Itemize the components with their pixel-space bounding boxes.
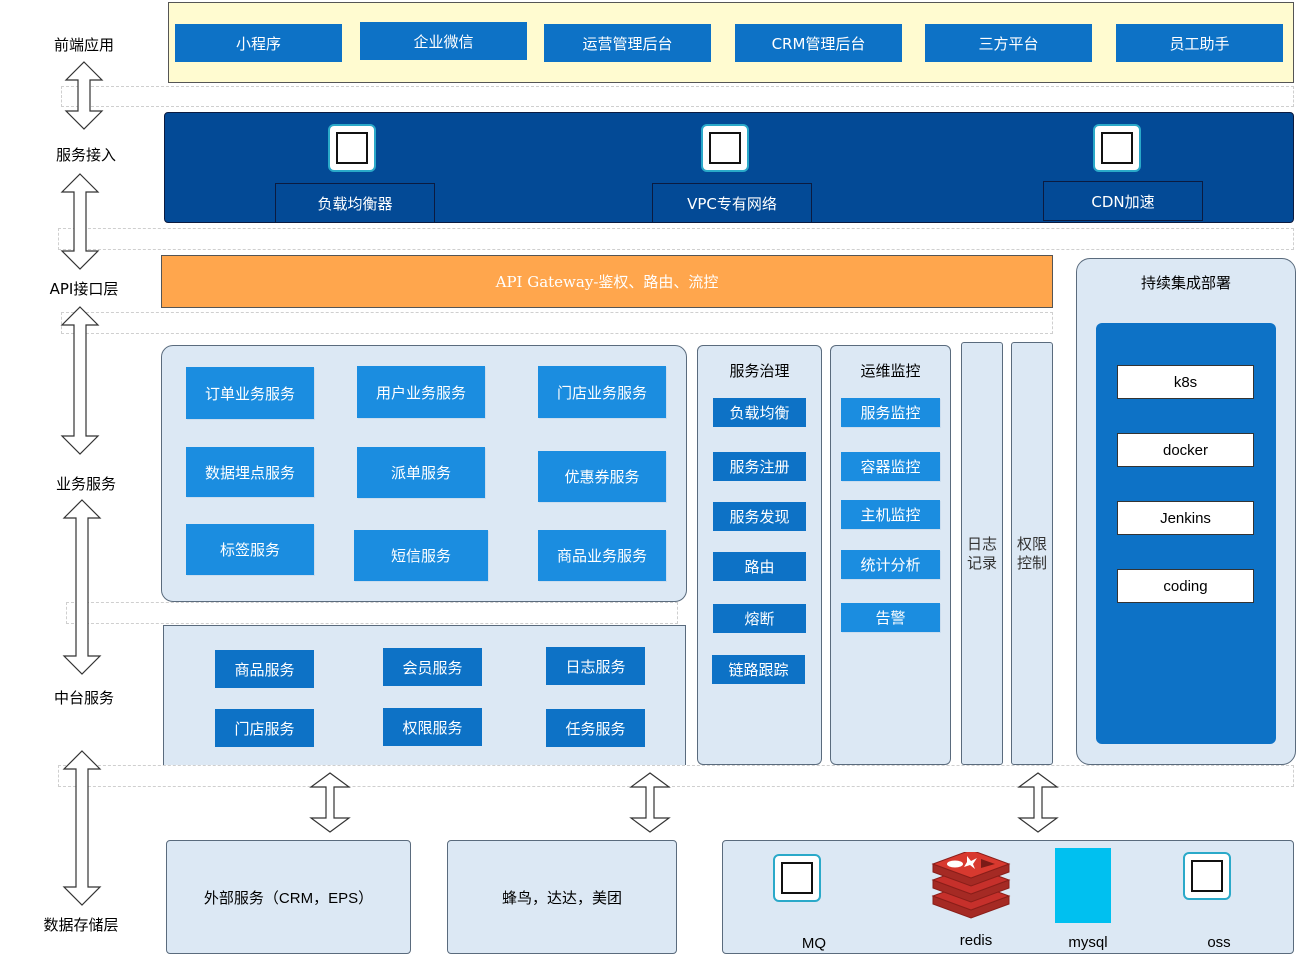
log-record-label: 日志记录: [966, 534, 997, 572]
lane-label-api: API接口层: [49, 280, 119, 298]
double-arrow-icon: [1017, 772, 1059, 833]
double-arrow-icon: [62, 499, 102, 675]
ops-statistics[interactable]: 统计分析: [841, 550, 940, 579]
governance-load-balance[interactable]: 负载均衡: [713, 398, 806, 427]
mq-icon: [773, 854, 821, 902]
storage-mq-label: MQ: [801, 934, 827, 952]
double-arrow-icon: [62, 750, 102, 906]
business-user-service[interactable]: 用户业务服务: [357, 366, 485, 418]
frontend-app-wecom[interactable]: 企业微信: [360, 22, 527, 60]
double-arrow-icon: [60, 173, 100, 270]
storage-oss-label: oss: [1207, 933, 1231, 951]
ops-host-monitor[interactable]: 主机监控: [841, 500, 940, 529]
governance-routing[interactable]: 路由: [713, 552, 806, 581]
cdn-icon: [1093, 124, 1141, 172]
governance-title: 服务治理: [729, 361, 790, 380]
separator-band: [61, 312, 1053, 334]
access-load-balancer[interactable]: 负载均衡器: [275, 183, 435, 223]
frontend-app-third-party[interactable]: 三方平台: [925, 24, 1092, 62]
governance-tracing[interactable]: 链路跟踪: [712, 655, 805, 684]
delivery-platforms-box[interactable]: 蜂鸟，达达，美团: [447, 840, 677, 954]
access-cdn[interactable]: CDN加速: [1043, 181, 1203, 221]
ci-jenkins[interactable]: Jenkins: [1117, 501, 1254, 535]
permission-control-bar[interactable]: 权限控制: [1011, 342, 1053, 765]
redis-icon: [931, 852, 1011, 919]
business-tag-service[interactable]: 标签服务: [186, 524, 314, 575]
double-arrow-icon: [629, 772, 671, 833]
business-tracking-service[interactable]: 数据埋点服务: [186, 447, 314, 497]
double-arrow-icon: [64, 61, 104, 130]
permission-control-label: 权限控制: [1016, 534, 1047, 572]
ci-title: 持续集成部署: [1140, 273, 1231, 292]
governance-discovery[interactable]: 服务发现: [713, 502, 806, 531]
middle-permission-service[interactable]: 权限服务: [383, 708, 482, 746]
business-store-service[interactable]: 门店业务服务: [538, 366, 666, 418]
ci-docker[interactable]: docker: [1117, 433, 1254, 467]
lane-label-access: 服务接入: [55, 146, 116, 164]
ops-container-monitor[interactable]: 容器监控: [841, 452, 940, 481]
business-sms-service[interactable]: 短信服务: [354, 530, 488, 581]
middle-log-service[interactable]: 日志服务: [546, 647, 645, 685]
storage-redis-label: redis: [959, 931, 993, 949]
middle-task-service[interactable]: 任务服务: [546, 709, 645, 747]
separator-band: [58, 228, 1294, 250]
frontend-app-crm-admin[interactable]: CRM管理后台: [735, 24, 902, 62]
double-arrow-icon: [60, 306, 100, 455]
ci-k8s[interactable]: k8s: [1117, 365, 1254, 399]
lane-label-frontend: 前端应用: [53, 36, 114, 54]
business-product-service[interactable]: 商品业务服务: [538, 530, 666, 581]
lane-label-middle: 中台服务: [53, 689, 114, 707]
governance-circuit-breaker[interactable]: 熔断: [713, 604, 806, 633]
storage-mysql-label: mysql: [1068, 933, 1108, 951]
lane-label-business: 业务服务: [55, 475, 116, 493]
separator-band: [58, 765, 1294, 787]
ops-alert[interactable]: 告警: [841, 603, 940, 632]
frontend-app-ops-admin[interactable]: 运营管理后台: [544, 24, 711, 62]
middle-product-service[interactable]: 商品服务: [215, 650, 314, 688]
middle-member-service[interactable]: 会员服务: [383, 648, 482, 686]
separator-band: [61, 86, 1294, 107]
business-dispatch-service[interactable]: 派单服务: [357, 447, 485, 498]
vpc-icon: [701, 124, 749, 172]
frontend-app-staff-assistant[interactable]: 员工助手: [1116, 24, 1283, 62]
log-record-bar[interactable]: 日志记录: [961, 342, 1003, 765]
frontend-app-miniprogram[interactable]: 小程序: [175, 24, 342, 62]
api-gateway[interactable]: API Gateway-鉴权、路由、流控: [161, 255, 1053, 308]
mysql-icon: [1055, 848, 1111, 923]
ops-title: 运维监控: [860, 361, 921, 380]
load-balancer-icon: [328, 124, 376, 172]
governance-registry[interactable]: 服务注册: [713, 452, 806, 481]
ops-service-monitor[interactable]: 服务监控: [841, 398, 940, 427]
ci-coding[interactable]: coding: [1117, 569, 1254, 603]
access-vpc[interactable]: VPC专有网络: [652, 183, 812, 223]
business-order-service[interactable]: 订单业务服务: [186, 367, 314, 419]
external-services-box[interactable]: 外部服务（CRM，EPS）: [166, 840, 411, 954]
double-arrow-icon: [309, 772, 351, 833]
business-coupon-service[interactable]: 优惠券服务: [538, 451, 666, 502]
middle-store-service[interactable]: 门店服务: [215, 709, 314, 747]
lane-label-storage: 数据存储层: [43, 916, 119, 934]
oss-icon: [1183, 852, 1231, 900]
frontend-band: [168, 2, 1294, 83]
separator-band: [66, 602, 678, 624]
